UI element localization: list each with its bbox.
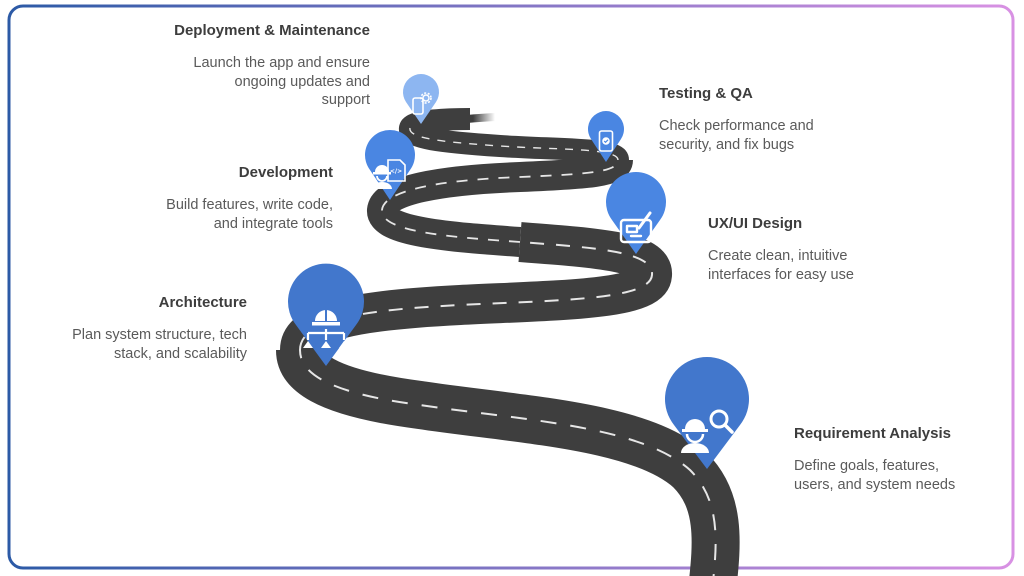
description-line: Build features, write code, xyxy=(166,197,333,213)
description-line: and integrate tools xyxy=(213,215,333,232)
stage-description: Plan system structure, tech stack, and s… xyxy=(40,326,247,363)
mobile-check-icon xyxy=(598,130,614,152)
pin-architecture[interactable] xyxy=(288,263,364,366)
stage-requirement-analysis: Requirement Analysis Define goals, featu… xyxy=(794,425,994,494)
stage-title: Architecture xyxy=(158,294,247,311)
stage-deployment-maintenance: Deployment & Maintenance Launch the app … xyxy=(150,22,370,110)
design-edit-icon xyxy=(619,211,653,244)
stage-title: UX/UI Design xyxy=(708,215,803,232)
stage-title: Requirement Analysis xyxy=(794,425,951,442)
lane-marks-3 xyxy=(381,159,619,243)
pin-requirement-analysis[interactable] xyxy=(665,357,749,469)
engineer-search-icon xyxy=(681,409,734,453)
stage-testing-qa: Testing & QA Check performance and secur… xyxy=(659,85,859,154)
pin-marker xyxy=(365,130,415,200)
stage-description: Build features, write code, and integrat… xyxy=(130,196,333,233)
pin-marker xyxy=(665,357,749,469)
description-line: security, and fix bugs xyxy=(659,136,795,153)
road-fade-tail xyxy=(439,113,496,126)
description-line: Plan system structure, tech xyxy=(72,327,247,343)
pin-marker xyxy=(403,74,439,124)
stage-architecture: Architecture Plan system structure, tech… xyxy=(40,294,247,363)
description-line: interfaces for easy use xyxy=(708,266,854,283)
stage-title: Deployment & Maintenance xyxy=(174,22,370,39)
pin-deployment-maintenance[interactable] xyxy=(403,74,439,124)
stage-development: Development Build features, write code, … xyxy=(130,164,333,233)
stage-ux-ui-design: UX/UI Design Create clean, intuitive int… xyxy=(708,215,908,284)
stage-description: Define goals, features, users, and syste… xyxy=(794,457,994,494)
description-line: Define goals, features, xyxy=(794,458,940,474)
description-line: stack, and scalability xyxy=(114,345,247,362)
pin-ux-ui-design[interactable] xyxy=(606,172,666,254)
pin-marker xyxy=(588,111,624,162)
stage-description: Create clean, intuitive interfaces for e… xyxy=(708,247,908,284)
stage-title: Testing & QA xyxy=(659,85,753,102)
description-line: Launch the app and ensure xyxy=(193,55,370,71)
pin-marker xyxy=(606,172,666,254)
description-line: Check performance and xyxy=(659,118,814,134)
description-line: users, and system needs xyxy=(794,476,956,493)
svg-text:</>: </> xyxy=(390,168,402,175)
frame-border xyxy=(7,4,1015,570)
description-line: ongoing updates and xyxy=(234,73,370,90)
developer-code-icon: </> xyxy=(372,159,406,189)
stage-description: Launch the app and ensure ongoing update… xyxy=(150,54,370,110)
road-segment-1 xyxy=(276,348,740,576)
mobile-gear-icon xyxy=(412,92,432,115)
hardhat-hierarchy-icon xyxy=(303,310,349,348)
stage-title: Development xyxy=(238,164,333,181)
stage-description: Check performance and security, and fix … xyxy=(659,117,859,154)
pin-testing-qa[interactable] xyxy=(588,111,624,162)
description-line: Create clean, intuitive xyxy=(708,248,848,264)
description-line: support xyxy=(321,92,370,108)
pin-development[interactable]: </> xyxy=(365,130,415,200)
